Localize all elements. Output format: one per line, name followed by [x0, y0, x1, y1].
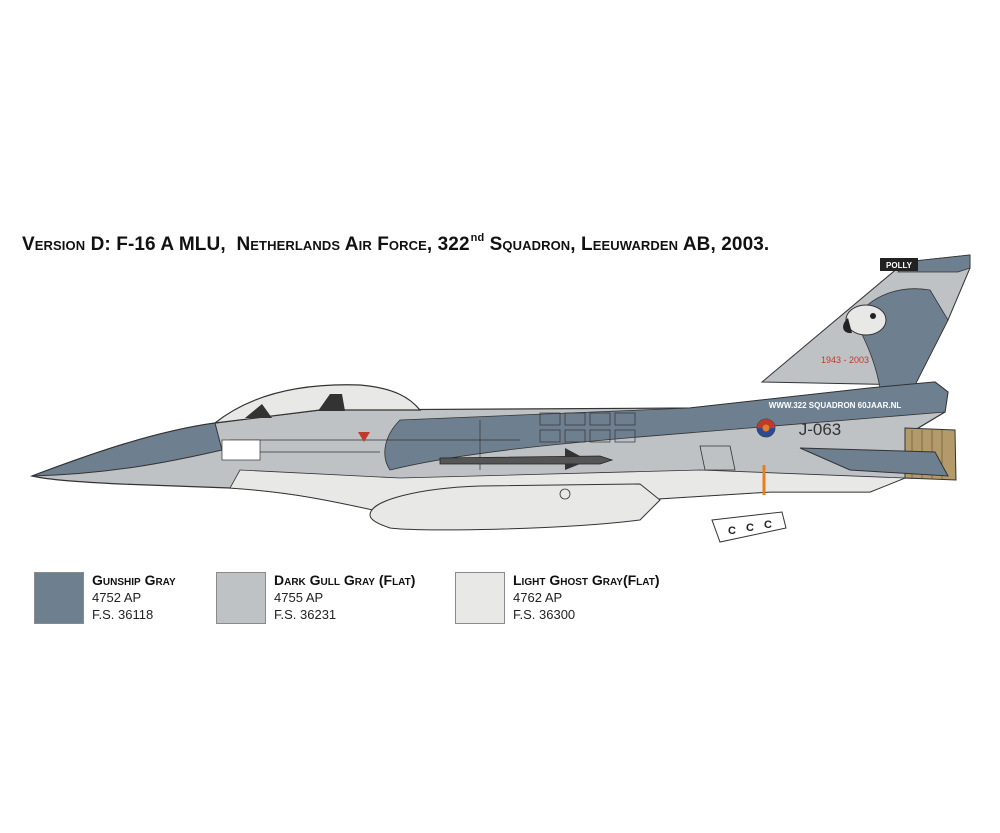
color-chip [34, 572, 84, 624]
landing-gear-door [711, 511, 787, 543]
version-title: Version D: F-16 A MLU, Netherlands Air F… [22, 232, 769, 256]
parrot-head-emblem [845, 304, 887, 336]
ventral-pylon [699, 445, 736, 471]
tail-name-text: POLLY [886, 261, 913, 270]
title-model: F-16 A MLU, [116, 234, 226, 255]
color-fs-code: F.S. 36118 [92, 607, 154, 622]
tail-name-plate [880, 258, 918, 271]
color-ap-code: 4752 AP [92, 590, 142, 605]
tail-years-text: 1943 - 2003 [821, 355, 869, 365]
intake-warning-box [221, 439, 261, 461]
svg-text:C: C [764, 519, 772, 531]
title-ordinal: nd [470, 232, 485, 244]
color-ap-code: 4755 AP [274, 590, 324, 605]
svg-text:C: C [746, 522, 754, 534]
external-fuel-tank [369, 483, 661, 531]
color-name: Dark Gull Gray (Flat) [274, 572, 416, 588]
color-name: Gunship Gray [92, 572, 176, 588]
color-ap-code: 4762 AP [513, 590, 563, 605]
serial-number-text: J-063 [799, 420, 842, 439]
color-chip [216, 572, 266, 624]
nose-radome [31, 422, 223, 477]
red-triangle-marker [358, 432, 370, 442]
spine-camouflage [384, 381, 949, 471]
color-chip [455, 572, 505, 624]
web-banner-text: WWW.322 SQUADRON 60JAAR.NL [769, 401, 902, 410]
horizontal-stabilizer [799, 447, 949, 477]
color-fs-code: F.S. 36300 [513, 607, 576, 622]
title-squadron: Squadron, Leeuwarden AB, 2003. [489, 234, 770, 255]
f16-side-profile: POLLY 1943 - 2003 WWW.322 SQUADRON 60JAA… [29, 254, 971, 543]
color-fs-code: F.S. 36231 [274, 607, 337, 622]
color-name: Light Ghost Gray(Flat) [513, 572, 660, 588]
title-force: Netherlands Air Force, 322 [236, 234, 470, 255]
wing-missile [439, 455, 614, 465]
title-version: Version D: [22, 234, 111, 255]
svg-text:C: C [728, 525, 736, 537]
